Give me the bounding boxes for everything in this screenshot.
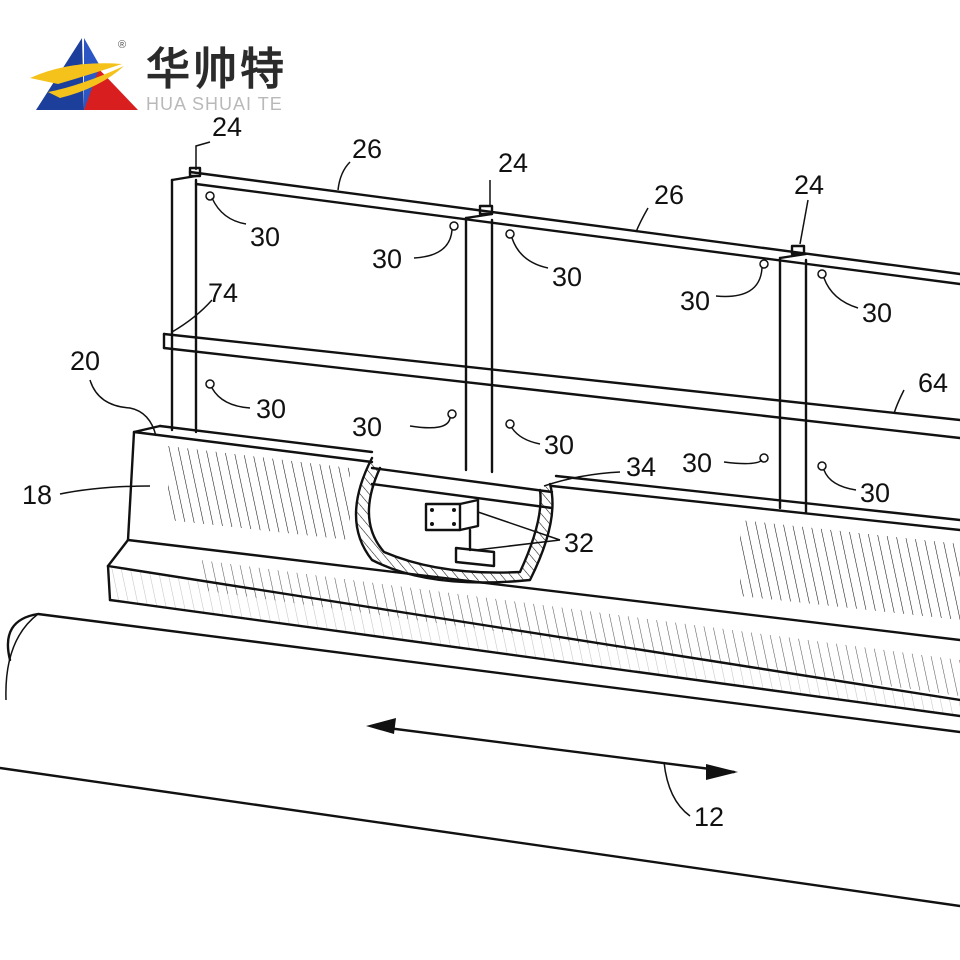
label-24-post-middle: 24: [498, 148, 528, 178]
fasteners: [205, 191, 827, 471]
logo-english-name: HUA SHUAI TE: [146, 94, 283, 114]
mounting-bracket: [424, 498, 496, 568]
internal-rail: [370, 466, 554, 510]
label-26-rail-right: 26: [654, 180, 684, 210]
label-30-f: 30: [256, 394, 286, 424]
label-18: 18: [22, 480, 52, 510]
label-34: 34: [626, 452, 656, 482]
label-30-c: 30: [552, 262, 582, 292]
logo-chinese-name: 华帅特: [146, 44, 287, 95]
label-30-e: 30: [862, 298, 892, 328]
roadway-surface: [0, 612, 960, 908]
label-74: 74: [208, 278, 238, 308]
label-24-post-left: 24: [212, 112, 242, 142]
direction-arrow: [366, 718, 738, 780]
label-32: 32: [564, 528, 594, 558]
label-30-h: 30: [544, 430, 574, 460]
label-24-post-right: 24: [794, 170, 824, 200]
label-30-d: 30: [680, 286, 710, 316]
middle-rail: [162, 332, 960, 440]
registered-mark: ®: [118, 39, 126, 51]
leader-lines: [59, 141, 905, 817]
barrier-body: [106, 424, 960, 718]
label-64: 64: [918, 368, 948, 398]
label-30-a: 30: [250, 222, 280, 252]
logo-mark-icon: [30, 38, 138, 110]
label-30-b: 30: [372, 244, 402, 274]
label-30-i: 30: [682, 448, 712, 478]
label-30-j: 30: [860, 478, 890, 508]
top-rail: [188, 170, 960, 286]
label-30-g: 30: [352, 412, 382, 442]
label-26-rail-left: 26: [352, 134, 382, 164]
company-logo: ® 华帅特 HUA SHUAI TE: [30, 38, 287, 114]
reference-labels: 24 26 24 26 24 30 30 30 30 30 30 30 30 3…: [22, 112, 948, 832]
label-12: 12: [694, 802, 724, 832]
label-20: 20: [70, 346, 100, 376]
